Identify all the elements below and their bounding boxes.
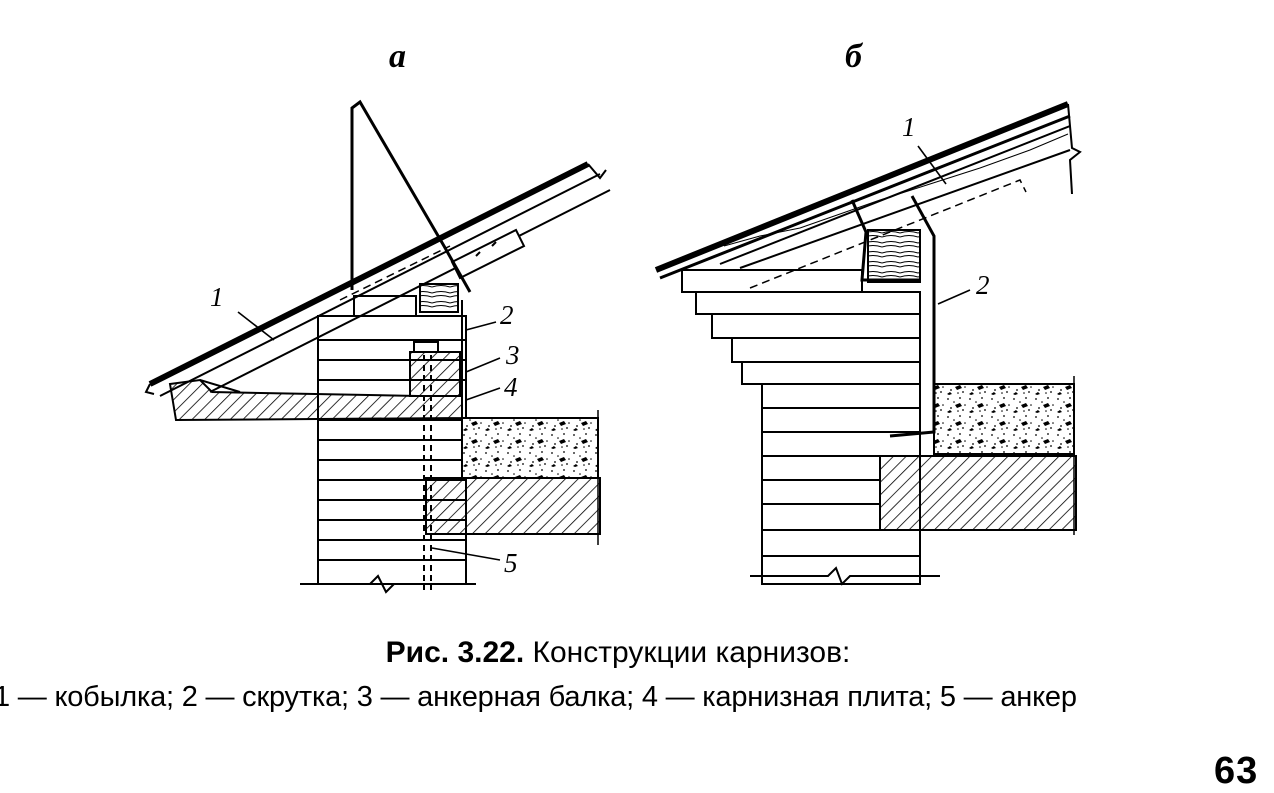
- panel-a-callout-2: 2: [500, 300, 514, 330]
- panel-a-callout-3: 3: [506, 340, 520, 370]
- panel-a-anchor-beam: [409, 351, 461, 397]
- figure-caption: Рис. 3.22. Конструкции карнизов:: [0, 636, 1236, 670]
- panel-a-insulation: [461, 417, 599, 479]
- caption-subtitle: Конструкции карнизов:: [532, 636, 851, 669]
- panel-b-label: б: [845, 38, 862, 75]
- panel-b-callout-2: 2: [976, 270, 990, 300]
- panel-b-brick-corbel: [681, 269, 940, 586]
- eave-construction-drawings: [144, 99, 1082, 594]
- panel-a-label: а: [389, 38, 406, 75]
- page-number: 63: [1214, 750, 1259, 792]
- panel-b-floor-slab: [879, 455, 1077, 531]
- panel-a-callout-5: 5: [504, 548, 518, 578]
- panel-a-drawing: [144, 99, 611, 594]
- panel-a-eave-slab: [168, 378, 463, 422]
- panel-b-roof: [654, 101, 1082, 289]
- panel-a-callout-4: 4: [504, 372, 518, 402]
- caption-legend: 1 — кобылка; 2 — скрутка; 3 — анкерная б…: [0, 681, 1077, 713]
- caption-figure-number: Рис. 3.22.: [385, 636, 525, 669]
- panel-a-callout-1: 1: [210, 282, 224, 312]
- panel-a-twist-wire: [350, 99, 472, 293]
- panel-a-floor-slab: [425, 477, 601, 535]
- panel-a-roof: [144, 161, 611, 397]
- panel-b-callout-1: 1: [902, 112, 916, 142]
- panel-b-insulation: [933, 383, 1075, 455]
- panel-b-twist-wire: [850, 195, 936, 438]
- panel-b-drawing: [654, 101, 1082, 586]
